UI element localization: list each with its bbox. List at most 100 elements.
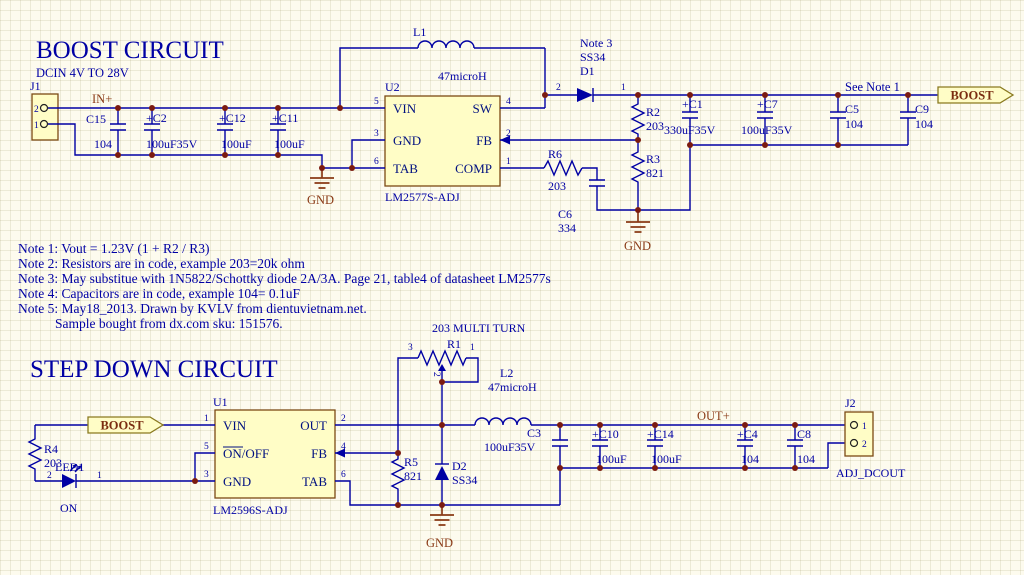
u1-num-onoff: 5	[204, 442, 209, 452]
boost-title: BOOST CIRCUIT	[36, 37, 224, 64]
boost-capacitor-plates	[110, 111, 916, 187]
d1-anode-num: 2	[556, 83, 561, 93]
j2-net-label: ADJ_DCOUT	[836, 466, 906, 480]
r2-ref-label: R2	[646, 105, 660, 119]
c15-value-label: 104	[94, 137, 112, 151]
inductor-symbol	[417, 40, 475, 49]
ic-body[interactable]	[214, 409, 336, 499]
connector-body[interactable]	[844, 411, 874, 457]
note-line-6: Sample bought from dx.com sku: 151576.	[55, 316, 283, 331]
led-led1[interactable]: LED1 2 1 ON	[47, 460, 102, 515]
led1-state-label: ON	[60, 501, 78, 515]
port-shape[interactable]	[937, 86, 1015, 104]
r1-right-num: 1	[470, 343, 475, 353]
c6-ref-label: C6	[558, 207, 572, 221]
c4-value-label: 104	[741, 452, 759, 466]
capacitor-c12[interactable]: +C12 100uF	[219, 111, 252, 151]
connector-body[interactable]	[31, 93, 59, 141]
gnd-symbol-output[interactable]: GND	[624, 210, 651, 253]
resistor-r5[interactable]: R5 821	[390, 453, 422, 505]
capacitor-c2[interactable]: +C2 100uF35V	[146, 111, 198, 151]
capacitor-c10[interactable]: +C10 100uF	[592, 427, 627, 466]
ic-u2-lm2577[interactable]: U2 LM2577S-ADJ VIN GND TAB SW FB COMP 5 …	[374, 80, 511, 204]
capacitor-c6[interactable]: C6 334	[558, 207, 576, 235]
u1-pin-onoff: ON/OFF	[223, 446, 269, 461]
u2-pin-comp: COMP	[455, 161, 492, 176]
port-shape[interactable]	[87, 416, 165, 434]
led1-ref-label: LED1	[55, 460, 84, 474]
potentiometer-r1[interactable]: 203 MULTI TURN R1 3 1 2	[408, 321, 526, 377]
port-boost-label: BOOST	[100, 419, 144, 433]
inductor-l2[interactable]: L2 47microH	[474, 366, 537, 426]
r4-value-label: 203	[44, 456, 62, 470]
notes-block: Note 1: Vout = 1.23V (1 + R2 / R3) Note …	[18, 241, 551, 331]
ic-u1-lm2596[interactable]: U1 LM2596S-ADJ VIN ON/OFF GND OUT FB TAB…	[204, 395, 346, 517]
port-boost-label: BOOST	[950, 89, 994, 103]
u2-num-gnd: 3	[374, 129, 379, 139]
u1-pin-vin: VIN	[223, 418, 247, 433]
diode-d2[interactable]: D2 SS34	[435, 459, 477, 487]
gnd-symbol-stepdown[interactable]: GND	[426, 505, 454, 550]
resistor-r6[interactable]: R6 203	[543, 147, 583, 193]
capacitor-c3[interactable]: C3 100uF35V	[484, 426, 541, 454]
j2-pad2	[849, 438, 859, 448]
j2-ref-label: J2	[845, 396, 856, 410]
boost-subtitle: DCIN 4V TO 28V	[36, 66, 129, 80]
j2-pad1	[849, 420, 859, 430]
r3-ref-label: R3	[646, 152, 660, 166]
c7-ref-label: +C7	[757, 97, 778, 111]
r2-value-label: 203	[646, 119, 664, 133]
u1-pin-tab: TAB	[302, 474, 327, 489]
ic-body[interactable]	[384, 95, 501, 187]
led1-cathode-num: 1	[97, 471, 102, 481]
c14-ref-label: +C14	[647, 427, 674, 441]
gnd-label: GND	[307, 193, 334, 207]
boost-junction-dots	[115, 92, 911, 213]
diode-d1[interactable]: Note 3 SS34 D1 2 1	[556, 36, 626, 102]
port-boost-in[interactable]: BOOST	[87, 416, 165, 434]
c6-value-label: 334	[558, 221, 576, 235]
capacitor-c4[interactable]: +C4 104	[737, 427, 759, 466]
capacitor-c7[interactable]: +C7 100uF35V	[741, 97, 793, 137]
resistor-r4[interactable]: R4 203	[27, 425, 62, 481]
net-label-in-plus[interactable]: IN+	[92, 92, 112, 106]
note-line-5: Note 5: May18_2013. Drawn by KVLV from d…	[18, 301, 367, 316]
connector-j1[interactable]: J1 2 1	[30, 79, 59, 141]
resistor-symbol	[390, 453, 406, 505]
r1-left-num: 3	[408, 343, 413, 353]
c1-value-label: 330uF35V	[664, 123, 716, 137]
capacitor-c15[interactable]: C15 104	[86, 112, 112, 151]
u2-pin-sw: SW	[473, 101, 493, 116]
gnd-label: GND	[624, 239, 651, 253]
d1-cathode-num: 1	[621, 83, 626, 93]
led1-anode-num: 2	[47, 471, 52, 481]
capacitor-c1[interactable]: +C1 330uF35V	[664, 97, 716, 137]
u1-num-out: 2	[341, 414, 346, 424]
note-line-4: Note 4: Capacitors are in code, example …	[18, 286, 301, 301]
c12-value-label: 100uF	[221, 137, 252, 151]
port-boost-out[interactable]: BOOST	[937, 86, 1015, 104]
j1-pad1	[39, 119, 49, 129]
capacitor-c14[interactable]: +C14 100uF	[647, 427, 682, 466]
net-label-out-plus[interactable]: OUT+	[697, 409, 730, 423]
gnd-symbol-u2[interactable]: GND	[307, 168, 334, 207]
c8-ref-label: C8	[797, 427, 811, 441]
capacitor-c8[interactable]: C8 104	[797, 427, 815, 466]
c10-ref-label: +C10	[592, 427, 619, 441]
see-note-label: See Note 1	[845, 80, 900, 94]
capacitor-c9[interactable]: C9 104	[915, 102, 933, 131]
c8-value-label: 104	[797, 452, 815, 466]
c11-ref-label: +C11	[272, 111, 298, 125]
resistor-r3[interactable]: R3 821	[630, 140, 664, 210]
led-arrowhead-icon	[77, 465, 82, 470]
capacitor-c5[interactable]: C5 104	[845, 102, 863, 131]
capacitor-c11[interactable]: +C11 100uF	[272, 111, 305, 151]
inductor-l1[interactable]: L1 47microH	[413, 25, 487, 83]
j1-pin1-num: 1	[34, 121, 39, 131]
u1-ref-label: U1	[213, 395, 228, 409]
resistor-r2[interactable]: R2 203	[630, 95, 664, 140]
connector-j2[interactable]: J2 1 2 ADJ_DCOUT	[836, 396, 906, 480]
u2-num-sw: 4	[506, 97, 511, 107]
u2-pin-tab: TAB	[393, 161, 418, 176]
r6-value-label: 203	[548, 179, 566, 193]
